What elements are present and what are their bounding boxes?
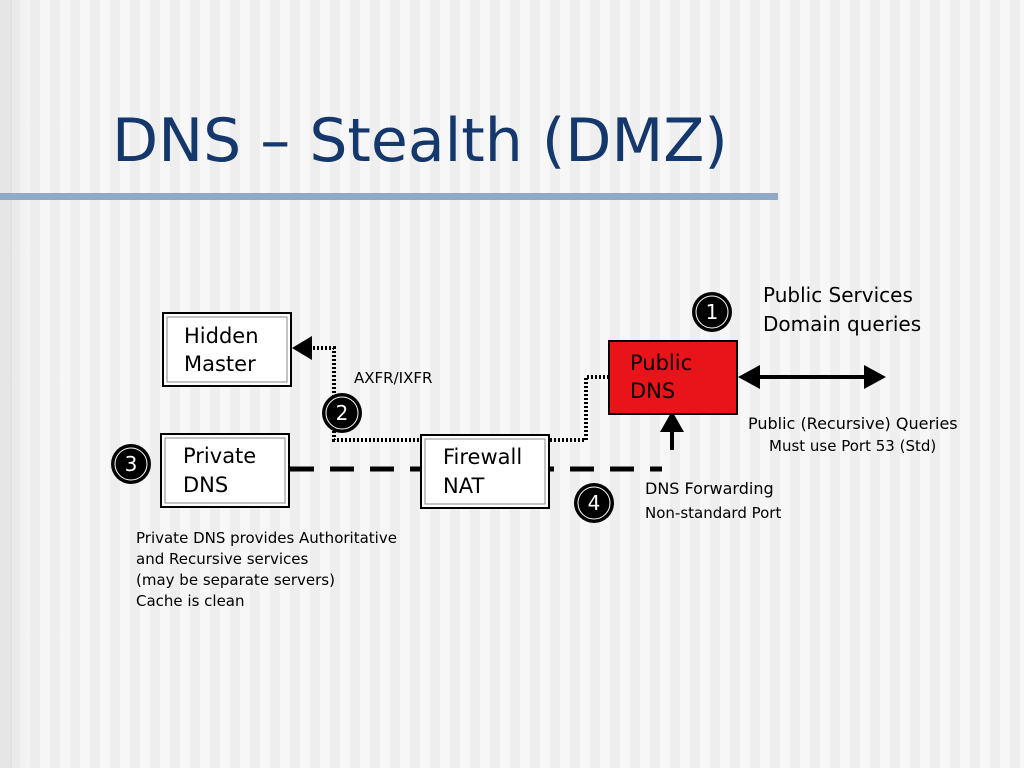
badge-4-number: 4 bbox=[588, 491, 601, 515]
slide-title: DNS – Stealth (DMZ) bbox=[112, 106, 728, 176]
public-dns-label-line2: DNS bbox=[630, 379, 675, 403]
title-underline-rule bbox=[0, 193, 778, 200]
badge-3: 3 bbox=[111, 444, 151, 484]
private-dns-label-line1: Private bbox=[183, 444, 256, 468]
badge-3-number: 3 bbox=[125, 452, 138, 476]
badge-1: 1 bbox=[692, 292, 732, 332]
background-stripe-band bbox=[0, 0, 78, 768]
firewall-label-line1: Firewall bbox=[443, 445, 522, 469]
dns-forwarding-label-line2: Non-standard Port bbox=[645, 504, 781, 522]
firewall-label-line2: NAT bbox=[443, 474, 484, 498]
dns-forwarding-link bbox=[290, 411, 684, 472]
hidden-master-label-line1: Hidden bbox=[184, 324, 259, 348]
private-dns-note: Private DNS provides Authoritative and R… bbox=[136, 529, 397, 610]
private-dns-node: Private DNS bbox=[160, 433, 290, 508]
firewall-nat-node: Firewall NAT bbox=[420, 434, 550, 509]
dns-forwarding-label-line1: DNS Forwarding bbox=[645, 479, 774, 498]
public-services-label-line1: Public Services bbox=[763, 283, 913, 307]
badge-2-number: 2 bbox=[336, 401, 349, 425]
note-line: Private DNS provides Authoritative bbox=[136, 529, 397, 547]
hidden-master-label-line2: Master bbox=[184, 352, 256, 376]
public-services-label-line2: Domain queries bbox=[763, 312, 921, 336]
note-line: and Recursive services bbox=[136, 550, 308, 568]
private-dns-label-line2: DNS bbox=[183, 473, 228, 497]
badge-1-number: 1 bbox=[706, 300, 719, 324]
axfr-ixfr-label: AXFR/IXFR bbox=[354, 369, 432, 387]
public-recursive-label-line1: Public (Recursive) Queries bbox=[748, 414, 958, 433]
public-dns-label-line1: Public bbox=[630, 351, 692, 375]
public-queries-arrow bbox=[738, 365, 886, 389]
note-line: (may be separate servers) bbox=[136, 571, 335, 589]
public-recursive-label-line2: Must use Port 53 (Std) bbox=[769, 437, 936, 455]
badge-2: 2 bbox=[322, 393, 362, 433]
arrow-to-hidden-master bbox=[292, 336, 312, 360]
badge-4: 4 bbox=[574, 483, 614, 523]
note-line: Cache is clean bbox=[136, 592, 245, 610]
public-dns-node: Public DNS bbox=[608, 340, 738, 415]
hidden-master-node: Hidden Master bbox=[162, 312, 292, 387]
arrow-up-to-public-dns bbox=[660, 411, 684, 432]
zone-transfer-link bbox=[292, 336, 610, 442]
